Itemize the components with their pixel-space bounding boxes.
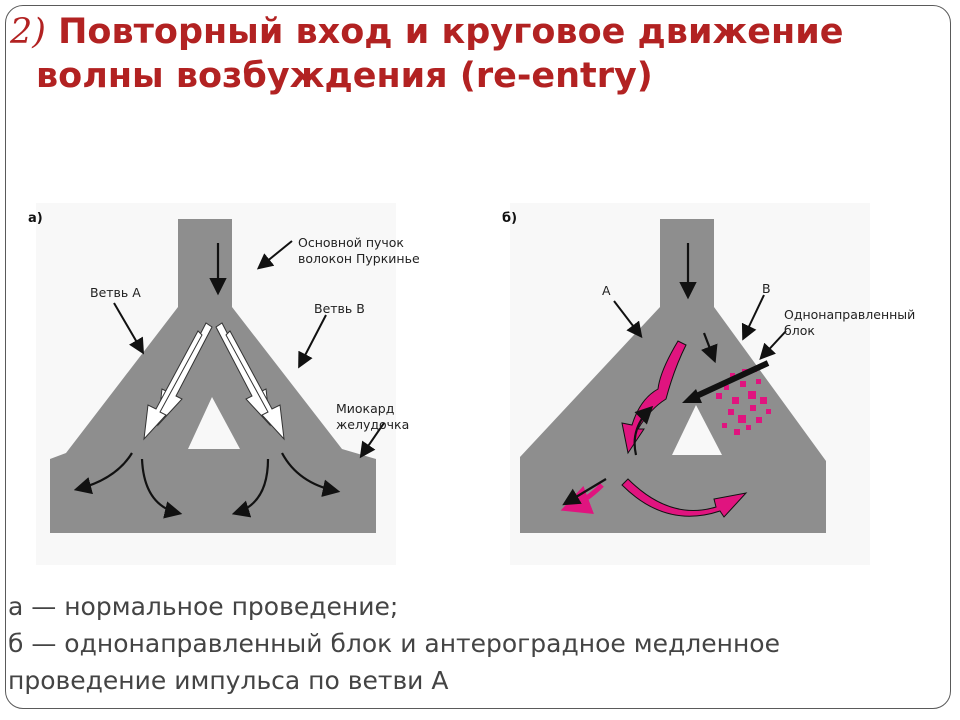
slide-title: 2) Повторный вход и круговое движение во… [10, 10, 930, 98]
label-main-bundle-line2: волокон Пуркинье [298, 251, 420, 266]
panel-b-letter: б) [502, 211, 518, 226]
label-unidirectional-block: Однонаправленный блок [784, 307, 915, 339]
normal-impulse-arrows [143, 322, 285, 441]
title-number: 2) [10, 12, 46, 52]
label-myocardium-line1: Миокард [336, 401, 395, 416]
conduction-arrows [73, 243, 341, 519]
label-b: В [762, 281, 771, 296]
label-main-bundle-line1: Основной пучок [298, 235, 404, 250]
label-a: А [602, 283, 611, 298]
label-block-line1: Однонаправленный [784, 307, 916, 322]
label-main-bundle: Основной пучок волокон Пуркинье [298, 235, 420, 267]
label-pointers [613, 294, 787, 360]
caption-line-3: проведение импульса по ветви А [8, 666, 449, 695]
conduction-arrows [562, 243, 718, 506]
label-myocardium-line2: желудочка [336, 417, 410, 432]
title-line-2: волны возбуждения (re-entry) [36, 56, 653, 96]
label-pointers [113, 240, 385, 459]
panel-a-letter: а) [28, 211, 43, 226]
label-myocardium: Миокард желудочка [336, 401, 409, 433]
label-block-line2: блок [784, 323, 815, 338]
diagram-panel-a: а) Основной пучок волокон Пуркинье Ветвь… [28, 203, 420, 565]
label-branch-b: Ветвь В [314, 301, 365, 316]
purkinje-normal-diagram [50, 219, 385, 533]
block-pointer [682, 360, 770, 403]
caption-line-2: б — однонаправленный блок и антероградно… [8, 629, 780, 658]
diagram-panel-b: б) А В Однонаправленный блок [502, 203, 915, 565]
caption: а — нормальное проведение; б — однонапра… [8, 588, 928, 699]
slide-frame [5, 5, 951, 709]
title-line-1: Повторный вход и круговое движение [58, 12, 844, 52]
purkinje-reentry-diagram [520, 219, 826, 533]
label-branch-a: Ветвь А [90, 285, 141, 300]
caption-line-1: а — нормальное проведение; [8, 592, 399, 621]
unidirectional-block-zone [716, 367, 771, 435]
